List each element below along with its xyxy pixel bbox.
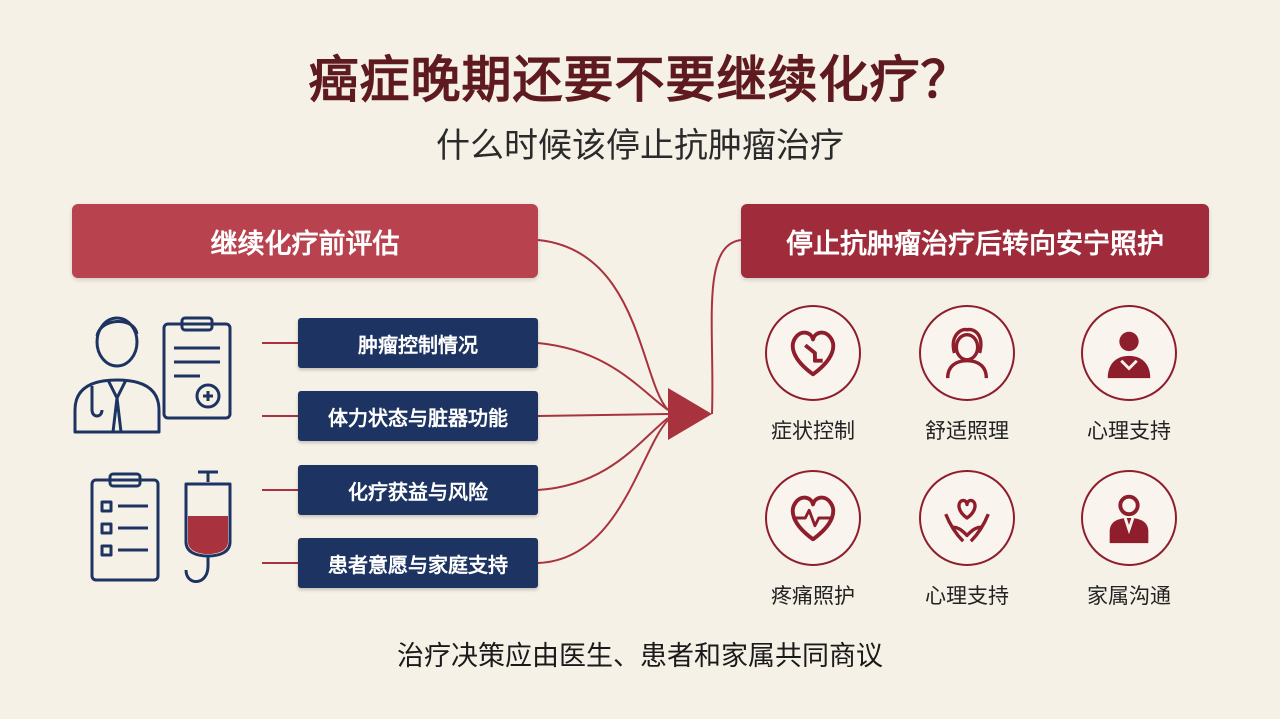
flow-line-3 (537, 417, 669, 491)
page-title: 癌症晚期还要不要继续化疗？ (308, 51, 972, 109)
care-item-label: 舒适照理 (925, 419, 1009, 443)
care-item-pain-care: 疼痛照护 (753, 470, 873, 610)
doctor-clipboard-icon (73, 316, 232, 434)
care-item-psych-support-1: 心理支持 (1069, 305, 1189, 445)
flow-line-2 (537, 413, 669, 417)
person-icon (1109, 494, 1149, 544)
criterion-patient-wishes: 患者意愿与家庭支持 (298, 538, 538, 588)
criterion-tumor-control: 肿瘤控制情况 (298, 318, 538, 368)
left-section-header: 继续化疗前评估 (72, 204, 538, 278)
criterion-connector-4 (262, 562, 298, 564)
heartbeat-icon (790, 495, 836, 542)
care-item-comfort-care: 舒适照理 (907, 305, 1027, 445)
hands-heart-icon (944, 498, 990, 543)
care-item-family-communication: 家属沟通 (1069, 470, 1189, 610)
care-item-label: 家属沟通 (1087, 584, 1171, 608)
footer-note: 治疗决策应由医生、患者和家属共同商议 (397, 641, 883, 672)
flow-line-1 (537, 342, 669, 411)
care-item-psych-support-2: 心理支持 (907, 470, 1027, 610)
person-heart-icon (1107, 331, 1151, 379)
flow-line-4 (537, 419, 669, 564)
flow-arrowhead (668, 388, 712, 440)
care-item-label: 心理支持 (1087, 419, 1171, 443)
care-item-label: 症状控制 (771, 419, 855, 443)
checklist-iv-icon (90, 470, 232, 583)
criterion-benefit-risk: 化疗获益与风险 (298, 465, 538, 515)
flow-line-header (537, 239, 669, 411)
page-subtitle: 什么时候该停止抗肿瘤治疗 (436, 126, 844, 166)
criterion-connector-1 (262, 342, 298, 344)
care-item-label: 心理支持 (925, 584, 1009, 608)
care-item-label: 疼痛照护 (771, 584, 855, 608)
right-section-header: 停止抗肿瘤治疗后转向安宁照护 (741, 204, 1209, 278)
flow-line-right (710, 239, 742, 415)
criterion-connector-3 (262, 489, 298, 491)
woman-icon (945, 327, 989, 379)
criterion-physical-status: 体力状态与脏器功能 (298, 391, 538, 441)
heart-pulse-icon (790, 330, 836, 377)
care-item-symptom-control: 症状控制 (753, 305, 873, 445)
criterion-connector-2 (262, 415, 298, 417)
